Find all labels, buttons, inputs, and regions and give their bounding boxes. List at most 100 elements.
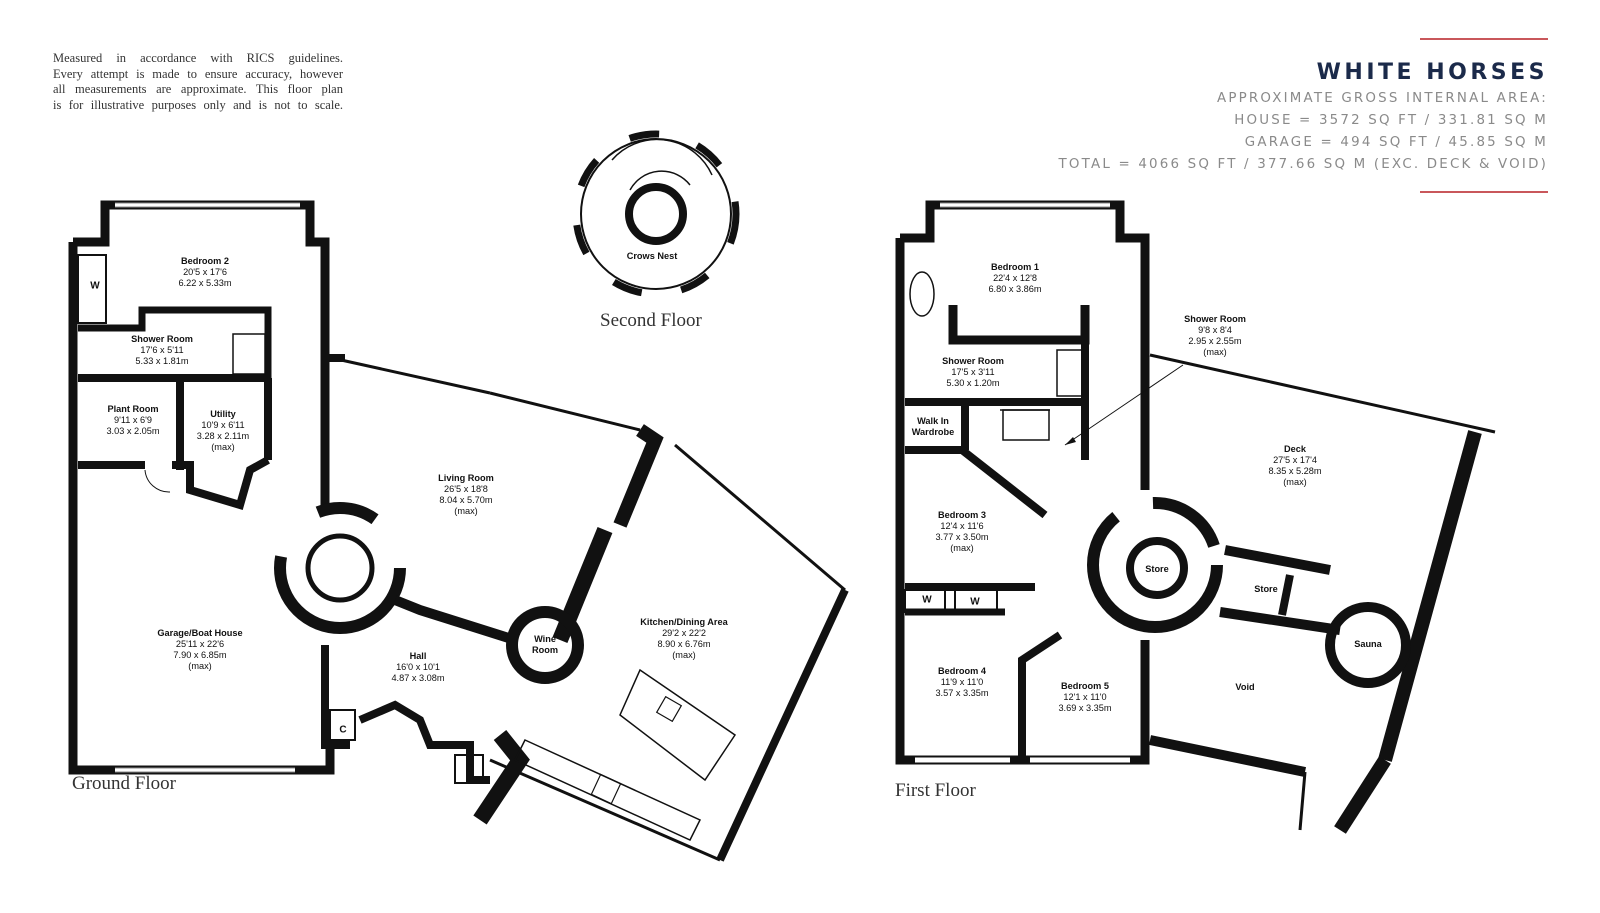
- room-shower-first-1: Shower Room 17'5 x 3'11 5.30 x 1.20m: [942, 356, 1004, 389]
- room-imperial: 9'8 x 8'4: [1198, 325, 1232, 335]
- room-bedroom-1: Bedroom 1 22'4 x 12'8 6.80 x 3.86m: [988, 262, 1041, 295]
- room-shower-ground: Shower Room 17'6 x 5'11 5.33 x 1.81m: [131, 334, 193, 367]
- accent-rule-bottom: [1420, 191, 1548, 193]
- ground-floor-walls: [68, 200, 849, 862]
- room-imperial: 29'2 x 22'2: [662, 628, 706, 638]
- room-note: (max): [672, 650, 696, 660]
- room-imperial: 9'11 x 6'9: [113, 415, 153, 425]
- room-note: (max): [950, 543, 974, 553]
- room-name: Sauna: [1354, 639, 1382, 649]
- room-deck: Deck 27'5 x 17'4 8.35 x 5.28m (max): [1268, 444, 1321, 488]
- room-name: Bedroom 4: [938, 666, 986, 676]
- room-imperial: 20'5 x 17'6: [183, 267, 227, 277]
- room-imperial: 10'9 x 6'11: [201, 420, 245, 430]
- room-imperial: 27'5 x 17'4: [1273, 455, 1317, 465]
- room-imperial: 12'1 x 11'0: [1063, 692, 1107, 702]
- cupboard-tag: C: [339, 724, 347, 736]
- room-bedroom-3: Bedroom 3 12'4 x 11'6 3.77 x 3.50m (max): [935, 510, 988, 554]
- first-floor-walls: [895, 200, 1496, 834]
- room-metric: 8.35 x 5.28m: [1268, 466, 1322, 476]
- room-imperial: 17'6 x 5'11: [140, 345, 184, 355]
- room-name: Bedroom 2: [181, 256, 229, 266]
- room-metric: 3.28 x 2.11m: [196, 431, 250, 441]
- room-name: Bedroom 1: [991, 262, 1039, 272]
- room-note: (max): [1203, 347, 1227, 357]
- accent-rule-top: [1420, 38, 1548, 40]
- wardrobe-tag: W: [90, 280, 100, 292]
- room-imperial: 25'11 x 22'6: [175, 639, 225, 649]
- room-name-line-2: Wardrobe: [911, 427, 955, 437]
- disclaimer-line: Every attempt is made to ensure accuracy…: [53, 66, 343, 81]
- area-heading: APPROXIMATE GROSS INTERNAL AREA:: [1216, 91, 1548, 106]
- area-garage: GARAGE = 494 SQ FT / 45.85 SQ M: [1244, 135, 1548, 150]
- room-metric: 6.22 x 5.33m: [178, 278, 232, 288]
- room-note: (max): [1283, 477, 1307, 487]
- first-floor-label: First Floor: [895, 780, 976, 801]
- room-metric: 2.95 x 2.55m: [1188, 336, 1242, 346]
- room-hall: Hall 16'0 x 10'1 4.87 x 3.08m: [391, 651, 444, 684]
- room-bedroom-4: Bedroom 4 11'9 x 11'0 3.57 x 3.35m: [935, 666, 988, 699]
- room-metric: 3.57 x 3.35m: [935, 688, 989, 698]
- room-name: Bedroom 3: [938, 510, 986, 520]
- room-name: Store: [1254, 584, 1278, 594]
- room-store-central: Store: [1145, 564, 1169, 575]
- room-name: Living Room: [438, 473, 494, 483]
- room-name: Shower Room: [131, 334, 193, 344]
- room-bedroom-2: Bedroom 2 20'5 x 17'6 6.22 x 5.33m: [178, 256, 231, 289]
- property-header: WHITE HORSES APPROXIMATE GROSS INTERNAL …: [1028, 38, 1548, 193]
- cupboard-tag: C: [466, 763, 474, 775]
- room-sauna: Sauna: [1354, 639, 1382, 650]
- room-metric: 3.77 x 3.50m: [935, 532, 989, 542]
- room-wine: Wine Room: [525, 634, 565, 656]
- wardrobe-tag: W: [922, 594, 932, 606]
- room-metric: 7.90 x 6.85m: [173, 650, 227, 660]
- second-floor-label: Second Floor: [600, 310, 702, 331]
- area-house: HOUSE = 3572 SQ FT / 331.81 SQ M: [1234, 113, 1548, 128]
- room-metric: 8.04 x 5.70m: [439, 495, 493, 505]
- disclaimer-text: Measured in accordance with RICS guideli…: [53, 51, 343, 113]
- room-metric: 3.03 x 2.05m: [106, 426, 160, 436]
- room-note: (max): [188, 661, 212, 671]
- room-imperial: 17'5 x 3'11: [951, 367, 995, 377]
- wardrobe-tag: W: [970, 596, 980, 608]
- room-name: Utility: [210, 409, 236, 419]
- room-name: Hall: [409, 651, 427, 661]
- room-name: Shower Room: [942, 356, 1004, 366]
- room-name: Walk In: [917, 416, 949, 426]
- room-bedroom-5: Bedroom 5 12'1 x 11'0 3.69 x 3.35m: [1058, 681, 1111, 714]
- room-garage: Garage/Boat House 25'11 x 22'6 7.90 x 6.…: [157, 628, 242, 672]
- disclaimer-line: is for illustrative purposes only and is…: [53, 97, 343, 112]
- room-name: Garage/Boat House: [157, 628, 243, 638]
- room-plant: Plant Room 9'11 x 6'9 3.03 x 2.05m: [106, 404, 159, 437]
- room-metric: 5.30 x 1.20m: [946, 378, 1000, 388]
- room-name: Kitchen/Dining Area: [640, 617, 728, 627]
- room-void: Void: [1235, 682, 1254, 693]
- second-floor-walls: [572, 130, 740, 298]
- room-metric: 8.90 x 6.76m: [657, 639, 711, 649]
- room-metric: 5.33 x 1.81m: [135, 356, 189, 366]
- room-name: Plant Room: [107, 404, 159, 414]
- room-name: Deck: [1284, 444, 1306, 454]
- property-title: WHITE HORSES: [1316, 60, 1548, 85]
- room-name: Bedroom 5: [1061, 681, 1109, 691]
- ground-floor-label: Ground Floor: [72, 773, 176, 794]
- disclaimer-line: Measured in accordance with RICS guideli…: [53, 51, 343, 65]
- room-name: Crows Nest: [626, 251, 678, 261]
- room-note: (max): [454, 506, 478, 516]
- room-metric: 6.80 x 3.86m: [988, 284, 1042, 294]
- room-imperial: 22'4 x 12'8: [993, 273, 1037, 283]
- room-imperial: 16'0 x 10'1: [396, 662, 440, 672]
- room-metric: 3.69 x 3.35m: [1058, 703, 1112, 713]
- room-living: Living Room 26'5 x 18'8 8.04 x 5.70m (ma…: [438, 473, 494, 517]
- room-name: Store: [1145, 564, 1169, 574]
- room-imperial: 26'5 x 18'8: [444, 484, 488, 494]
- disclaimer-line: all measurements are approximate. This f…: [53, 82, 343, 96]
- room-name: Wine Room: [531, 634, 559, 655]
- room-metric: 4.87 x 3.08m: [391, 673, 445, 683]
- room-imperial: 12'4 x 11'6: [940, 521, 984, 531]
- area-total: TOTAL = 4066 SQ FT / 377.66 SQ M (EXC. D…: [1058, 157, 1548, 172]
- room-note: (max): [211, 442, 235, 452]
- room-crows-nest: Crows Nest: [627, 251, 678, 262]
- room-name: Void: [1235, 682, 1255, 692]
